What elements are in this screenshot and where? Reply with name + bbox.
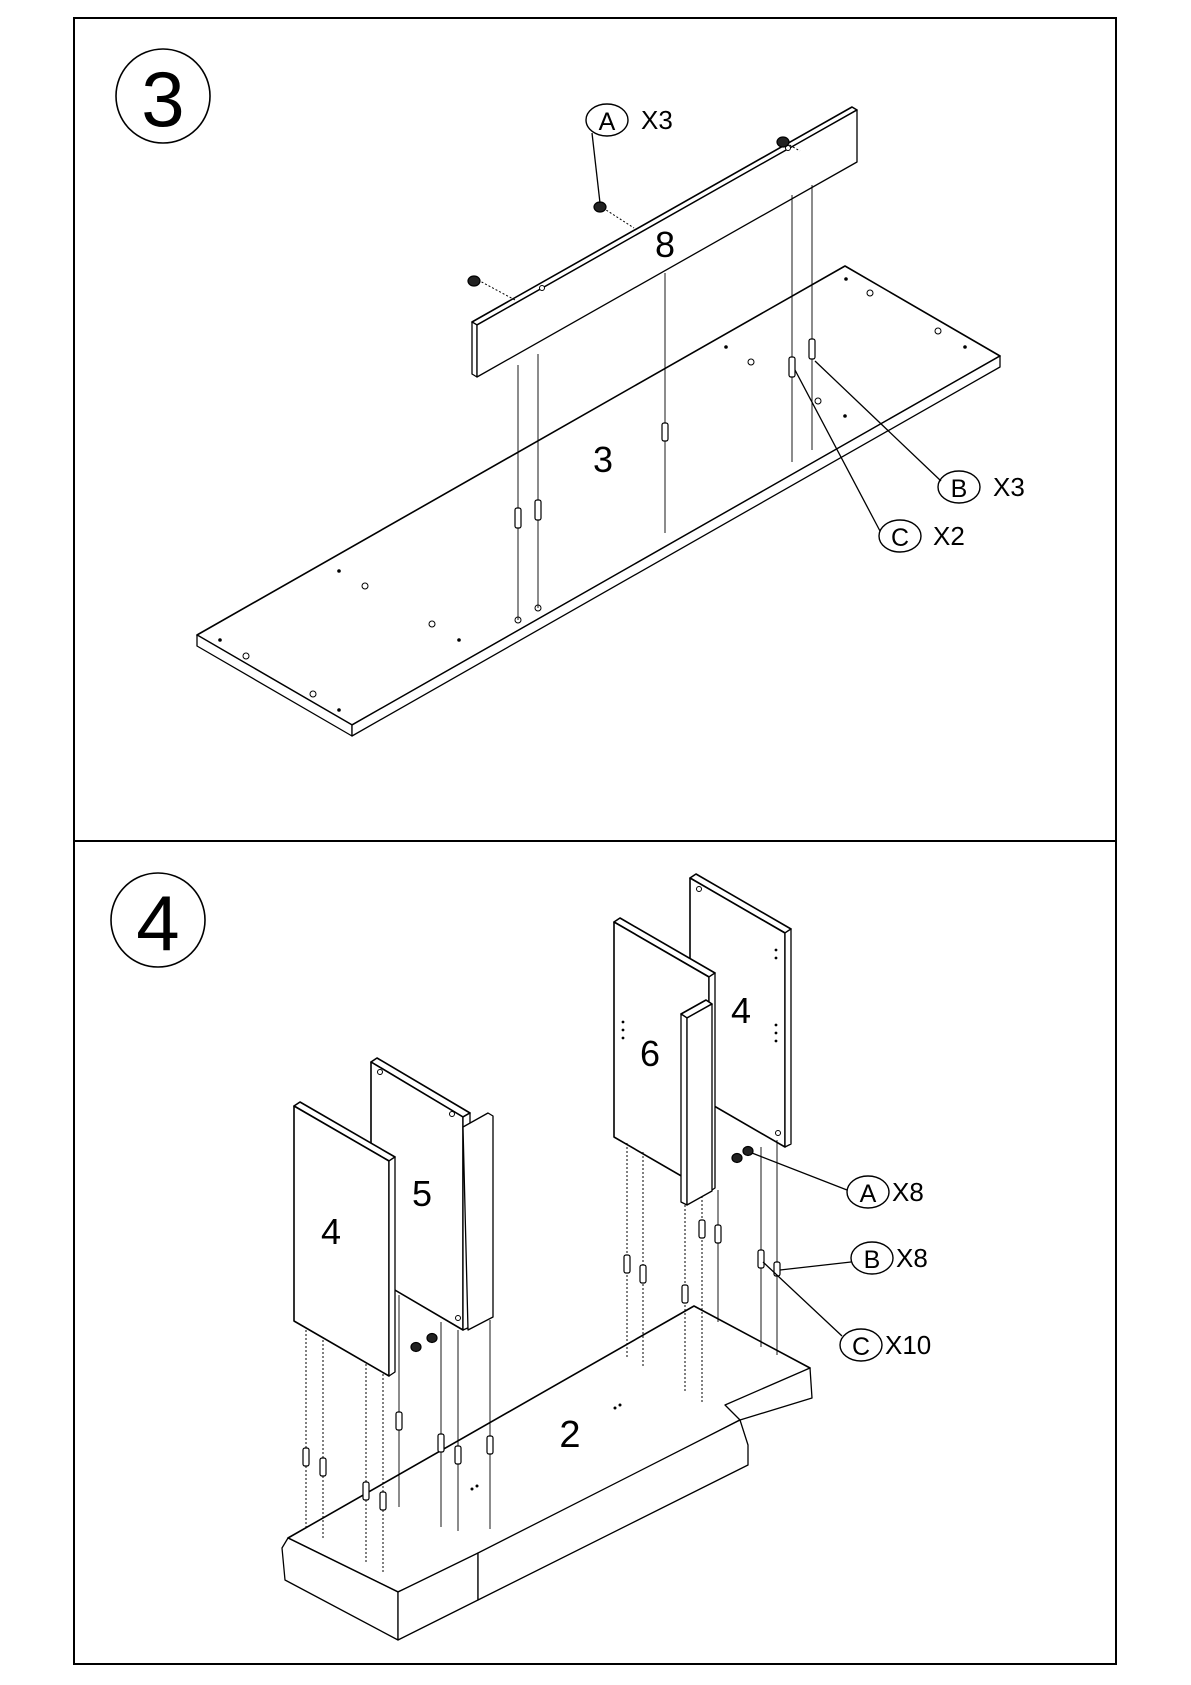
callout-4-C: C X10	[763, 1262, 931, 1361]
callout-4-C-quantity: X10	[885, 1330, 931, 1360]
callout-3-B-quantity: X3	[993, 472, 1025, 502]
panel-3-label: 3	[593, 439, 613, 480]
callout-3-A-letter: A	[599, 108, 616, 136]
panel-6-label: 6	[640, 1033, 660, 1074]
callout-3-A-quantity: X3	[641, 105, 673, 135]
callout-4-B: B X8	[780, 1242, 928, 1274]
panel-3	[197, 266, 1000, 736]
panel-4-left-label: 4	[321, 1211, 341, 1252]
callout-4-A: A X8	[752, 1153, 924, 1208]
panel-2-label: 2	[559, 1414, 580, 1456]
step-4-number: 4	[136, 879, 179, 967]
callout-4-A-quantity: X8	[892, 1177, 924, 1207]
callout-4-C-letter: C	[852, 1333, 870, 1361]
step-3-number-badge: 3	[116, 49, 210, 143]
callout-3-C-letter: C	[891, 524, 909, 552]
callout-4-B-letter: B	[864, 1246, 881, 1274]
callout-4-A-letter: A	[860, 1180, 877, 1208]
callout-3-B-letter: B	[951, 475, 968, 503]
rail-8-label: 8	[655, 224, 675, 265]
panel-5-label: 5	[412, 1173, 432, 1214]
callout-3-A: A X3	[586, 104, 673, 203]
callout-3-C-quantity: X2	[933, 521, 965, 551]
panel-4-right-label: 4	[731, 990, 751, 1031]
step-3-panel: 3 3	[116, 49, 1025, 736]
step-4-panel: 4 2 5	[111, 873, 931, 1640]
step-4-number-badge: 4	[111, 873, 205, 967]
step-3-number: 3	[141, 55, 184, 143]
callout-4-B-quantity: X8	[896, 1243, 928, 1273]
